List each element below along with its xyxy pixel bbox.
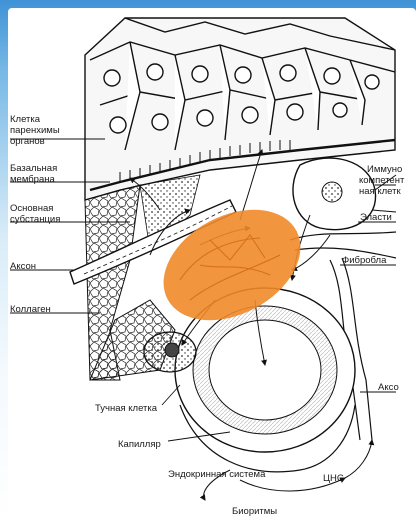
label-parenchyma-cell-2: паренхимы bbox=[10, 125, 60, 136]
label-basal-membrane-2: мембрана bbox=[10, 174, 55, 185]
mast-cell bbox=[144, 332, 196, 372]
label-fibroblast: Фибробла bbox=[342, 255, 387, 266]
label-parenchyma-cell-1: Клетка bbox=[10, 114, 41, 125]
label-immune-cell-1: Иммуно bbox=[367, 164, 402, 175]
label-ground-substance-1: Основная bbox=[10, 203, 53, 214]
label-capillary: Капилляр bbox=[118, 439, 161, 450]
label-endocrine-system: Эндокринная система bbox=[168, 469, 266, 480]
label-immune-cell-2: компетент bbox=[359, 175, 405, 186]
label-immune-cell-3: ная клетк bbox=[359, 186, 401, 197]
label-cns: ЦНС bbox=[323, 473, 344, 484]
label-ground-substance-2: субстанция bbox=[10, 214, 60, 225]
label-parenchyma-cell-3: органов bbox=[10, 136, 45, 147]
label-collagen: Коллаген bbox=[10, 304, 51, 315]
label-elastin: Эласти bbox=[360, 212, 392, 223]
label-axon-right: Аксо bbox=[378, 382, 399, 393]
label-axon-left: Аксон bbox=[10, 261, 36, 272]
label-basal-membrane-1: Базальная bbox=[10, 163, 57, 174]
label-mast-cell: Тучная клетка bbox=[95, 403, 158, 414]
label-biorhythms: Биоритмы bbox=[232, 506, 277, 517]
